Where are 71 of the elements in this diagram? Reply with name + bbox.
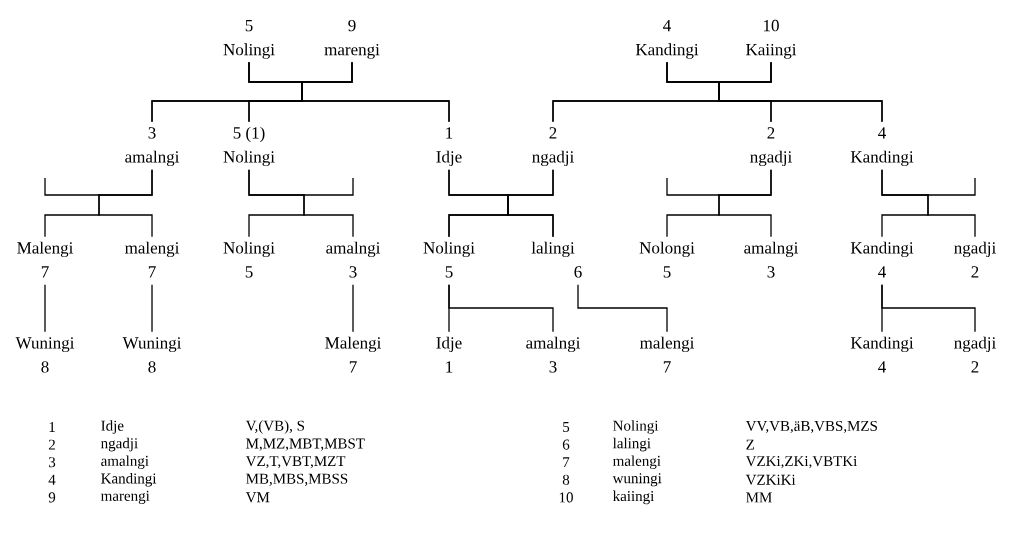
descent-line — [44, 284, 46, 332]
key-codes: V,(VB), S — [245, 420, 305, 434]
kin-term-label: Kandingi 4 — [850, 241, 914, 278]
key-codes: VZKi,ZKi,VBTKi — [745, 456, 857, 469]
key-codes: VV,VB,äB,VBS,MZS — [745, 420, 877, 434]
kin-term-label: Kandingi 4 — [850, 336, 914, 373]
key-codes: VZ,T,VBT,MZT — [245, 456, 346, 469]
descent-line — [881, 169, 976, 237]
key-term: marengi — [100, 490, 150, 504]
key-number: 1 — [49, 422, 55, 432]
kin-term-label: malengi 7 — [640, 336, 695, 373]
descent-line — [151, 284, 153, 332]
key-number: 4 — [48, 474, 56, 485]
kin-term-label: Idje 1 — [436, 336, 462, 373]
key-number: 10 — [559, 492, 573, 503]
kin-term-label: amalngi 3 — [326, 241, 381, 278]
kin-term-label: Nolingi 5 — [223, 241, 275, 278]
descent-line — [151, 62, 450, 122]
kin-term-label: amalngi 3 — [526, 336, 581, 373]
kin-term-label: 4 Kandingi — [850, 127, 914, 167]
key-term: Idje — [101, 420, 124, 434]
descent-line — [44, 169, 153, 237]
key-number: 2 — [48, 439, 55, 450]
descent-line — [552, 62, 883, 122]
kin-term-label: malengi 7 — [125, 241, 180, 278]
key-codes: VM — [245, 492, 270, 503]
key-number: 7 — [563, 457, 570, 468]
key-number: 8 — [562, 474, 570, 485]
key-term: Kandingi — [101, 473, 157, 487]
kin-term-label: 5 (1) Nolingi — [223, 126, 275, 167]
key-codes: M,MZ,MBT,MBST — [246, 438, 365, 451]
kin-term-label: 4 Kandingi — [635, 19, 699, 59]
kin-term-label: 9 marengi — [324, 19, 380, 59]
key-term: kaiingi — [612, 490, 655, 505]
kin-term-label: 2 ngadji — [750, 127, 792, 167]
descent-line — [577, 284, 668, 332]
key-number: 3 — [49, 457, 56, 468]
descent-line — [881, 284, 976, 332]
key-codes: VZKiKi — [745, 474, 796, 485]
key-term: lalingi — [612, 437, 651, 452]
kin-term-label: Wuningi 8 — [122, 337, 182, 373]
key-term: wuningi — [612, 473, 662, 487]
kin-term-label: 3 amalngi — [125, 127, 180, 167]
key-term: amalngi — [101, 455, 149, 469]
kin-term-label: Wuningi 8 — [15, 337, 75, 373]
descent-line — [448, 284, 554, 332]
key-number: 5 — [563, 422, 570, 432]
kin-term-label: amalngi 3 — [744, 241, 799, 278]
kin-term-label: 10 Kaiingi — [746, 19, 797, 59]
kin-term-label: 5 Nolingi — [223, 20, 275, 59]
descent-line — [248, 169, 354, 237]
key-term: malengi — [612, 455, 661, 469]
descent-line — [666, 169, 772, 237]
key-codes: Z — [746, 439, 754, 450]
descent-line — [448, 169, 554, 237]
key-term: ngadji — [101, 437, 138, 452]
kin-term-label: 2 ngadji — [532, 127, 574, 167]
descent-line — [352, 284, 354, 332]
kin-term-label: Malengi 7 — [325, 336, 381, 373]
key-codes: MB,MBS,MBSS — [246, 473, 348, 486]
key-number: 9 — [48, 492, 56, 503]
kin-term-label: 1 Idje — [436, 127, 462, 167]
key-codes: MM — [746, 492, 772, 503]
kin-term-label: ngadji 2 — [954, 241, 996, 278]
kin-term-label: Malengi 7 — [17, 241, 73, 278]
kin-term-label: Nolingi 5 — [423, 241, 475, 278]
kin-term-label: Nolongi 5 — [639, 241, 695, 278]
kin-term-label: ngadji 2 — [954, 336, 996, 373]
key-term: Nolingi — [613, 420, 659, 434]
kin-term-label: lalingi 6 — [531, 241, 582, 278]
key-number: 6 — [562, 439, 570, 450]
